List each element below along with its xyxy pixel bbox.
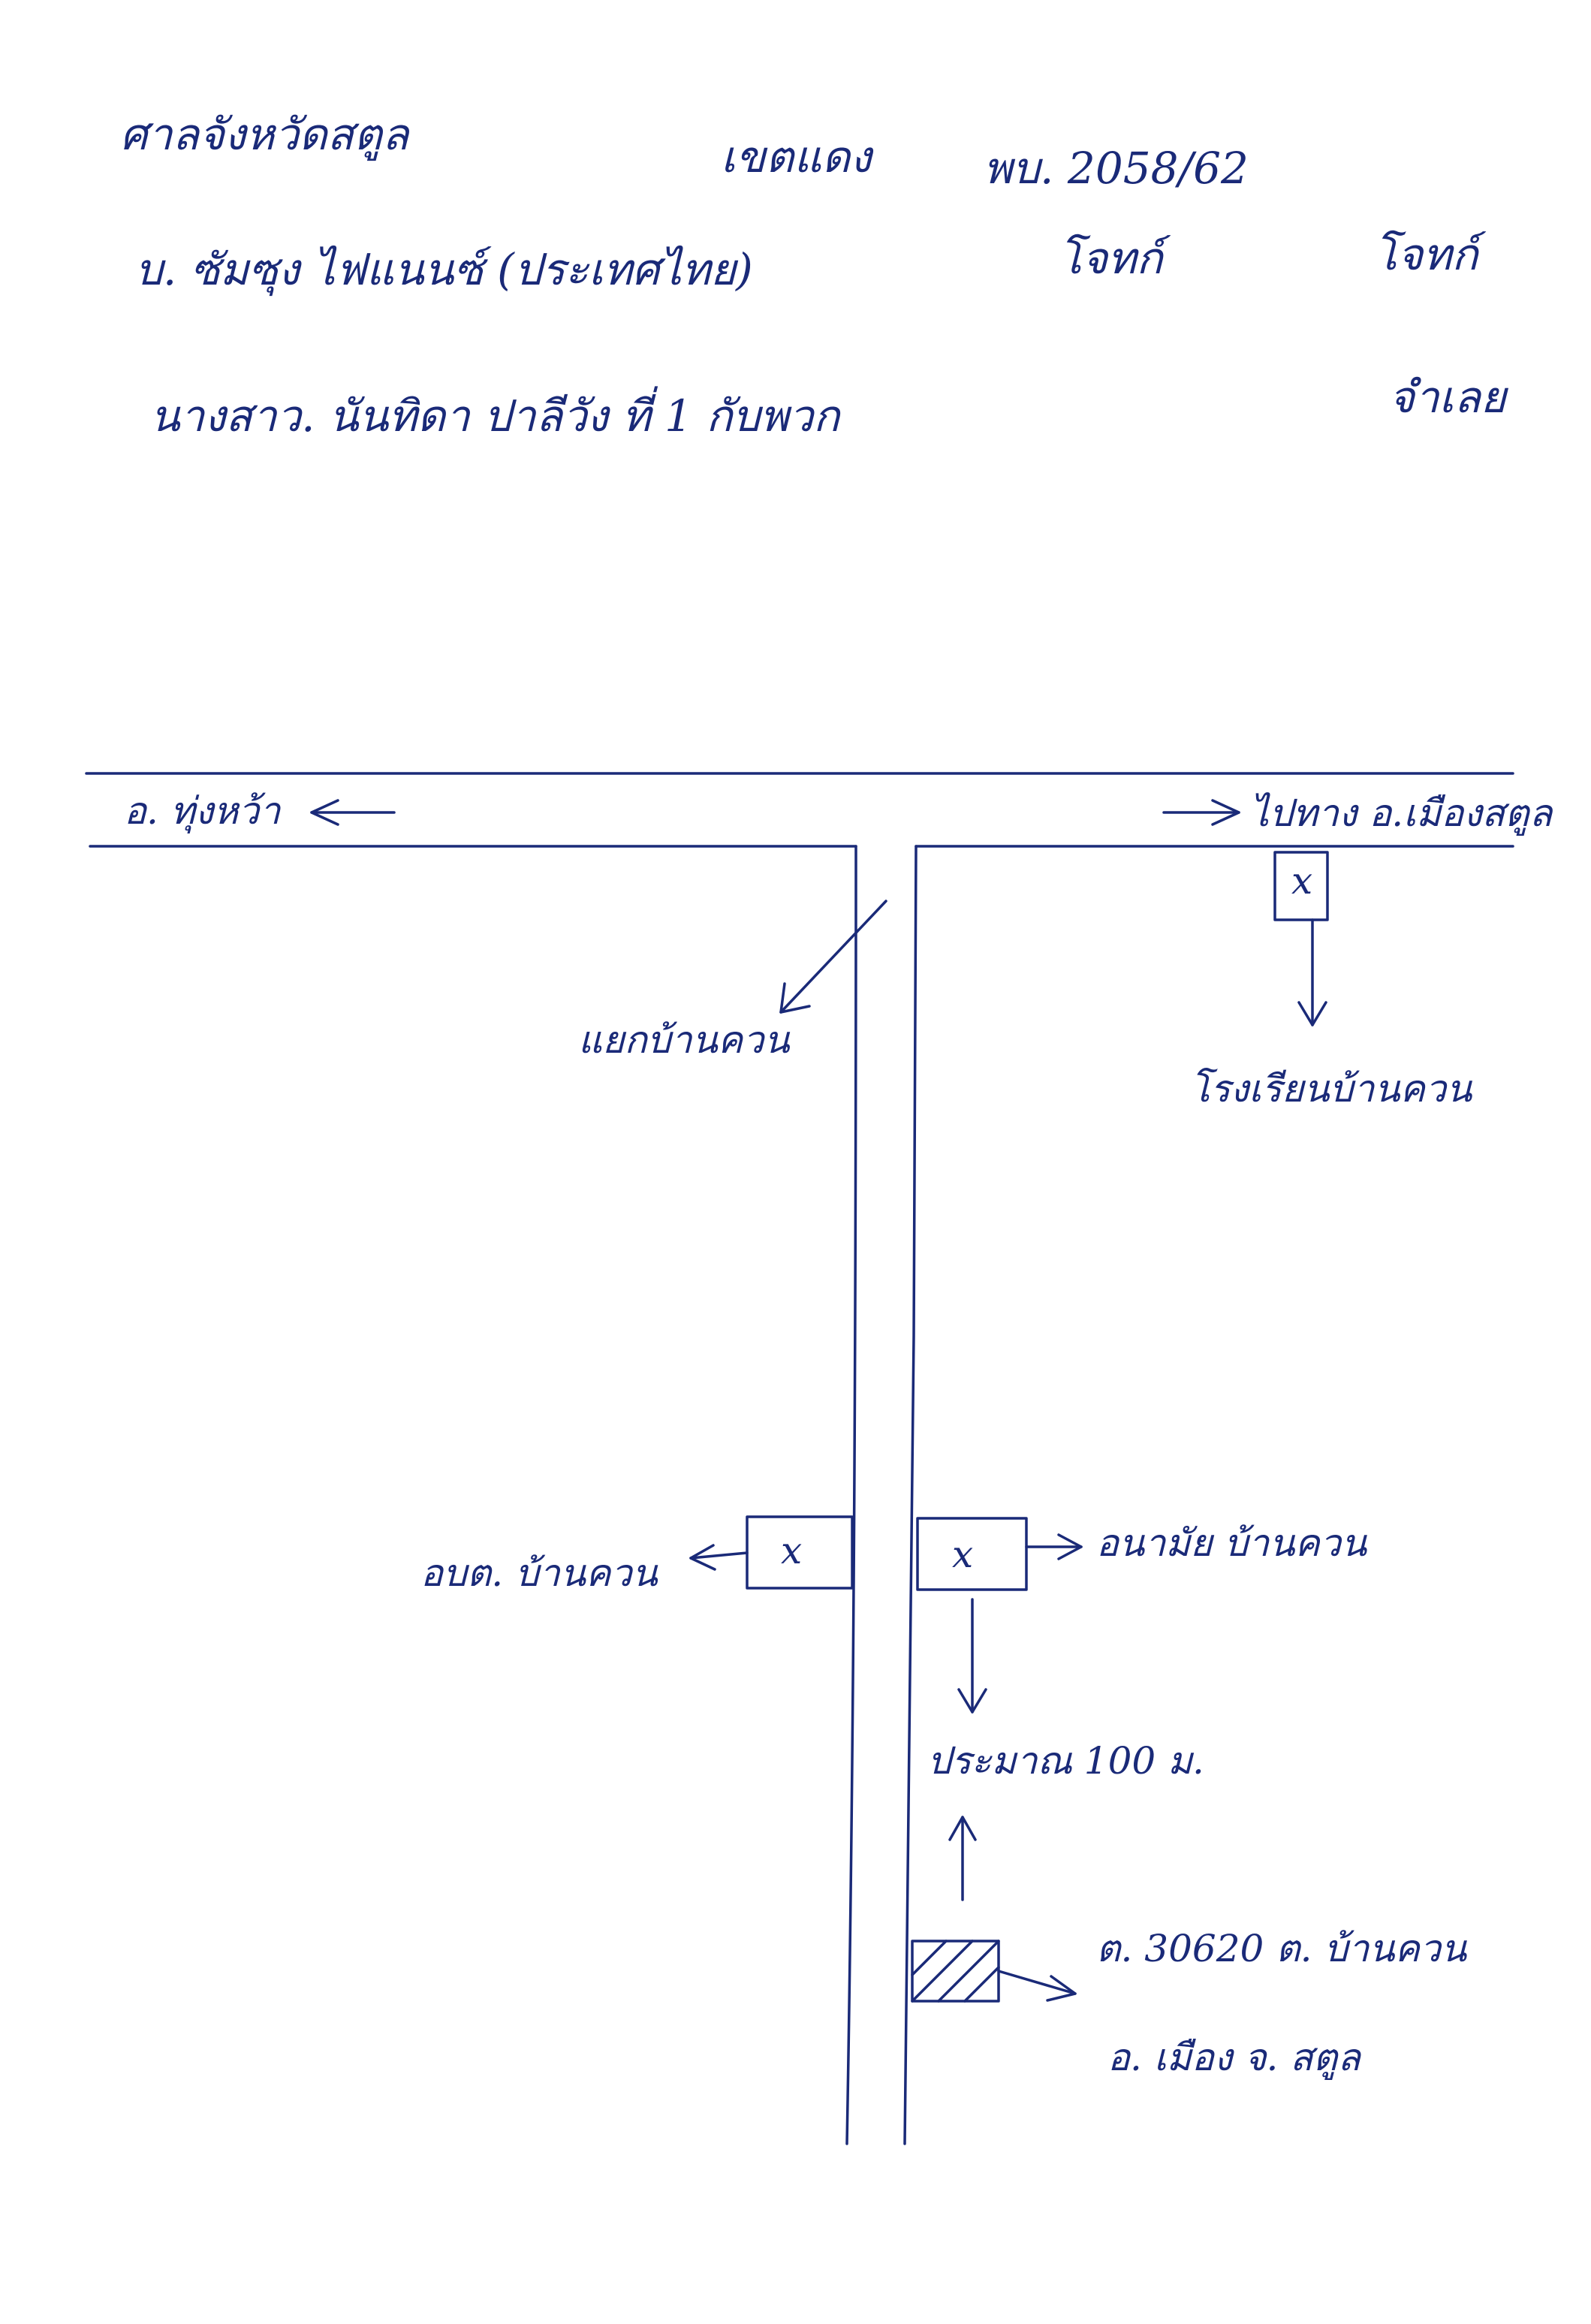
distance-arrow-down bbox=[957, 1598, 987, 1714]
plaintiff-role-2: โจทก์ bbox=[1374, 229, 1478, 280]
plaintiff-name: บ. ซัมซุง ไฟแนนซ์ (ประเทศไทย) bbox=[135, 244, 753, 295]
junction-label: แยกบ้านควน bbox=[578, 1018, 790, 1062]
right-direction-label: ไปทาง อ.เมืองสตูล bbox=[1250, 791, 1553, 835]
plaintiff-role: โจทก์ bbox=[1059, 233, 1163, 284]
right-direction-arrow bbox=[1162, 799, 1240, 826]
defendant-name: นางสาว. นันทิดา ปาลีวัง ที่ 1 กับพวก bbox=[150, 390, 840, 442]
school-mark: x bbox=[1291, 859, 1313, 903]
left-direction-arrow bbox=[310, 799, 396, 826]
target-address-line1: ต. 30620 ต. บ้านควน bbox=[1096, 1927, 1467, 1970]
target-plot-box bbox=[911, 1940, 1000, 2003]
right-building-box bbox=[916, 1517, 1028, 1591]
right-building-mark: x bbox=[952, 1533, 974, 1576]
school-box bbox=[1273, 851, 1329, 921]
right-building-label: อนามัย บ้านควน bbox=[1096, 1521, 1367, 1565]
distance-label: ประมาณ 100 ม. bbox=[927, 1739, 1204, 1783]
side-road-right-edge bbox=[903, 845, 918, 2145]
left-building-mark: x bbox=[781, 1529, 803, 1572]
right-building-arrow bbox=[1025, 1533, 1083, 1560]
left-building-label: อบต. บ้านควน bbox=[420, 1551, 658, 1595]
target-plot-arrow bbox=[997, 1970, 1077, 2002]
distance-arrow-up bbox=[948, 1816, 977, 1901]
court-name: ศาลจังหวัดสตูล bbox=[120, 109, 409, 160]
left-direction-label: อ. ทุ่งหว้า bbox=[124, 789, 281, 833]
side-road-left-edge bbox=[845, 845, 857, 2145]
left-building-arrow bbox=[689, 1544, 749, 1571]
defendant-role: จำเลย bbox=[1389, 372, 1506, 423]
school-label: โรงเรียนบ้านควน bbox=[1190, 1067, 1472, 1111]
target-address-line2: อ. เมือง จ. สตูล bbox=[1107, 2036, 1360, 2079]
school-arrow bbox=[1297, 918, 1327, 1026]
case-number: พบ. 2058/62 bbox=[984, 143, 1249, 194]
junction-arrow bbox=[779, 900, 887, 1014]
case-color: เขตแดง bbox=[721, 131, 872, 182]
